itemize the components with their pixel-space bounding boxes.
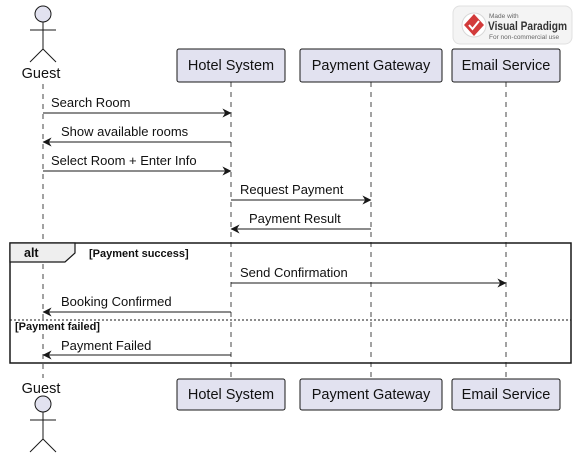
alt-fragment: alt [Payment success] [Payment failed] — [9, 242, 572, 364]
message-payment-failed: Payment Failed — [42, 338, 231, 360]
visual-paradigm-logo-icon — [461, 12, 487, 38]
svg-text:Show available rooms: Show available rooms — [61, 124, 189, 139]
svg-text:Booking Confirmed: Booking Confirmed — [61, 294, 172, 309]
svg-text:Request Payment: Request Payment — [240, 182, 344, 197]
participant-label-email: Email Service — [462, 58, 551, 74]
watermark-note: For non-commercial use — [489, 34, 559, 41]
svg-text:Hotel System: Hotel System — [188, 387, 274, 403]
participant-email-top: Email Service — [451, 48, 561, 83]
message-show-rooms: Show available rooms — [42, 124, 231, 147]
watermark-badge: Made with Visual Paradigm For non-commer… — [452, 5, 573, 45]
participant-hotel-bottom: Hotel System — [176, 378, 286, 411]
participant-hotel-top: Hotel System — [176, 48, 286, 83]
message-select-room: Select Room + Enter Info — [43, 153, 232, 176]
message-booking-confirmed: Booking Confirmed — [42, 294, 231, 317]
watermark-brand: Visual Paradigm — [488, 19, 567, 33]
actor-label-guest-bottom: Guest — [22, 381, 61, 397]
message-send-confirmation: Send Confirmation — [231, 265, 507, 288]
guard-failed: [Payment failed] — [15, 321, 100, 333]
watermark-made-with: Made with — [489, 13, 519, 20]
actor-label-guest: Guest — [22, 66, 61, 82]
alt-fragment-tab — [9, 242, 76, 263]
svg-text:Send Confirmation: Send Confirmation — [240, 265, 348, 280]
message-request-payment: Request Payment — [231, 182, 372, 205]
participant-label-hotel: Hotel System — [188, 58, 274, 74]
guard-success: [Payment success] — [89, 248, 189, 260]
svg-text:Select Room + Enter Info: Select Room + Enter Info — [51, 153, 197, 168]
svg-text:Payment Result: Payment Result — [249, 211, 341, 226]
participant-label-payment: Payment Gateway — [312, 58, 431, 74]
svg-text:Payment Gateway: Payment Gateway — [312, 387, 431, 403]
message-payment-result: Payment Result — [230, 211, 371, 234]
actor-head-icon — [34, 395, 52, 413]
actor-guest-top: Guest — [22, 5, 61, 82]
actor-head-icon — [34, 5, 52, 23]
svg-text:Search Room: Search Room — [51, 95, 130, 110]
participant-payment-bottom: Payment Gateway — [299, 378, 443, 411]
participant-email-bottom: Email Service — [451, 378, 561, 411]
participant-payment-top: Payment Gateway — [299, 48, 443, 83]
actor-guest-bottom: Guest — [22, 381, 61, 453]
alt-keyword: alt — [24, 246, 39, 260]
svg-text:Email Service: Email Service — [462, 387, 551, 403]
svg-text:Payment Failed: Payment Failed — [61, 338, 151, 353]
message-search-room: Search Room — [43, 95, 232, 118]
